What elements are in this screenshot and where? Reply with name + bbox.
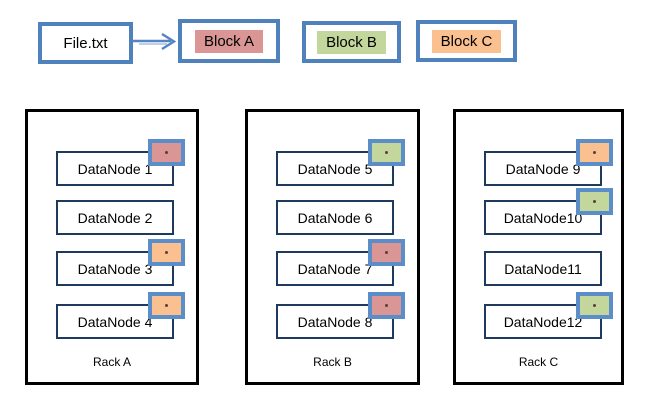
datanode-7-label: DataNode 7 <box>297 260 373 277</box>
block-b-replica-badge <box>368 139 405 166</box>
datanode-2-label: DataNode 2 <box>77 209 153 226</box>
block-a-label: Block A <box>194 29 264 53</box>
datanode-1-label: DataNode 1 <box>77 160 153 177</box>
block-c-replica-badge <box>148 292 185 319</box>
replica-dot-icon <box>165 151 168 154</box>
replica-dot-icon <box>385 251 388 254</box>
replica-dot-icon <box>165 304 168 307</box>
datanode-7-box: DataNode 7 <box>276 239 405 286</box>
rack-b-label: Rack B <box>313 355 352 369</box>
datanode-1-box: DataNode 1 <box>56 139 185 186</box>
block-c-label: Block C <box>431 29 502 53</box>
datanode-9-label: DataNode 9 <box>505 160 581 177</box>
datanode-10-label: DataNode10 <box>503 209 583 226</box>
replica-dot-icon <box>385 304 388 307</box>
datanode-6-box: DataNode 6 <box>276 200 394 235</box>
block-a-replica-badge <box>368 239 405 266</box>
datanode-4-box: DataNode 4 <box>56 292 185 339</box>
datanode-12-label: DataNode12 <box>503 313 583 330</box>
block-b-replica-badge <box>576 188 613 215</box>
rack-a-label: Rack A <box>92 355 131 369</box>
datanode-9-box: DataNode 9 <box>484 139 613 186</box>
rack-a: DataNode 1 DataNode 2 DataNode 3 DataNod… <box>25 109 199 385</box>
replica-dot-icon <box>593 151 596 154</box>
file-label: File.txt <box>63 34 108 52</box>
block-a-replica-badge <box>148 139 185 166</box>
datanode-3-box: DataNode 3 <box>56 239 185 286</box>
replica-dot-icon <box>593 304 596 307</box>
datanode-5-label: DataNode 5 <box>297 160 373 177</box>
block-b-replica-badge <box>576 292 613 319</box>
replica-dot-icon <box>165 251 168 254</box>
block-b-box: Block B <box>302 21 401 63</box>
datanode-8-box: DataNode 8 <box>276 292 405 339</box>
datanode-3-label: DataNode 3 <box>77 260 153 277</box>
replica-dot-icon <box>593 200 596 203</box>
datanode-5-box: DataNode 5 <box>276 139 405 186</box>
block-a-replica-badge <box>368 292 405 319</box>
block-c-replica-badge <box>148 239 185 266</box>
file-box: File.txt <box>38 22 133 64</box>
rack-c: DataNode 9 DataNode10 DataNode11 DataNod… <box>453 109 624 385</box>
datanode-6-label: DataNode 6 <box>297 209 373 226</box>
rack-c-label: Rack C <box>518 355 559 369</box>
arrow-right-icon <box>132 32 177 51</box>
datanode-11-box: DataNode11 <box>484 251 602 286</box>
datanode-2-box: DataNode 2 <box>56 200 174 235</box>
replica-dot-icon <box>385 151 388 154</box>
datanode-10-box: DataNode10 <box>484 188 613 235</box>
block-c-replica-badge <box>576 139 613 166</box>
block-c-box: Block C <box>416 20 517 62</box>
datanode-11-label: DataNode11 <box>504 260 582 277</box>
rack-b: DataNode 5 DataNode 6 DataNode 7 DataNod… <box>245 109 420 385</box>
datanode-12-box: DataNode12 <box>484 292 613 339</box>
block-a-box: Block A <box>178 19 280 63</box>
block-b-label: Block B <box>317 30 386 54</box>
datanode-8-label: DataNode 8 <box>297 313 373 330</box>
datanode-4-label: DataNode 4 <box>77 313 153 330</box>
